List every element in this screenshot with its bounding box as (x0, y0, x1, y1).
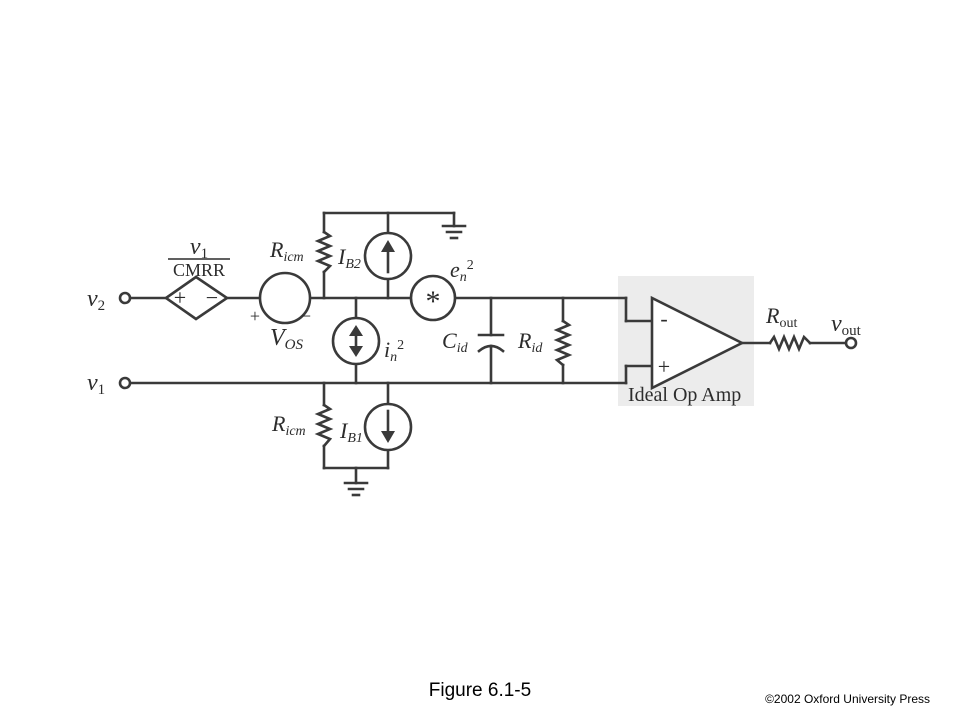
wires (128, 211, 848, 485)
vout-terminal[interactable] (844, 336, 858, 350)
ib2-label: IB2 (337, 244, 361, 272)
opamp-minus-input: - (660, 306, 667, 331)
opamp-plus-input: + (658, 354, 670, 379)
v1-terminal[interactable] (118, 376, 132, 390)
ricm-bottom-label: Ricm (271, 411, 306, 439)
figure-caption: Figure 6.1-5 (428, 680, 532, 701)
noise-star-symbol: * (426, 285, 441, 318)
cmrr-dependent-source (163, 275, 230, 321)
source-plus-sign: + (174, 285, 186, 310)
ib1-label: IB1 (339, 418, 363, 446)
double-arrow-icon (349, 325, 363, 357)
vout-label: vout (831, 311, 862, 339)
cmrr-denominator: CMRR (173, 260, 225, 280)
ideal-op-amp-label: Ideal Op Amp (628, 384, 741, 406)
en2-label: en2 (450, 257, 474, 285)
rout-label: Rout (765, 303, 797, 331)
vos-voltage-source (258, 271, 312, 325)
ground-top-icon (441, 224, 467, 240)
vos-minus-sign: − (301, 306, 311, 326)
ground-bottom-icon (343, 481, 369, 497)
vos-plus-sign: + (250, 306, 260, 326)
rid-label: Rid (517, 328, 543, 356)
en2-noise-voltage-source (409, 274, 457, 322)
arrow-down-icon (381, 409, 395, 443)
cid-capacitor (477, 333, 505, 353)
ricm-top-label: Ricm (269, 237, 304, 265)
ricm-bottom-resistor (314, 403, 334, 448)
ricm-top-resistor (314, 230, 334, 274)
v2-terminal[interactable] (118, 291, 132, 305)
rout-resistor (768, 333, 812, 353)
ideal-op-amp-triangle (650, 295, 745, 391)
cmrr-numerator: v1 (190, 234, 208, 262)
cid-label: Cid (442, 328, 469, 356)
in2-label: in2 (384, 337, 404, 365)
copyright-notice: ©2002 Oxford University Press (765, 692, 930, 706)
arrow-up-icon (381, 240, 395, 274)
rid-resistor (553, 319, 573, 367)
v1-label: v1 (87, 370, 105, 398)
vos-label: VOS (270, 325, 304, 353)
v2-label: v2 (87, 286, 105, 314)
source-minus-sign: − (206, 285, 218, 310)
